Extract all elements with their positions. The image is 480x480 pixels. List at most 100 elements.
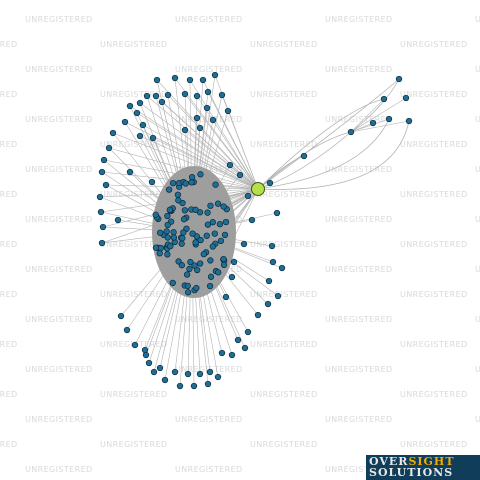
cluster-node[interactable] [220,255,227,263]
outer-node[interactable] [102,181,110,189]
cluster-node[interactable] [175,197,182,204]
outer-node[interactable] [268,242,276,250]
outer-node[interactable] [222,293,230,301]
outer-node[interactable] [222,218,230,226]
cluster-node[interactable] [170,234,178,241]
outer-node[interactable] [199,76,207,84]
outer-node[interactable] [193,114,201,122]
cluster-node[interactable] [192,239,199,246]
cluster-node[interactable] [200,250,207,258]
outer-node[interactable] [141,346,149,354]
cluster-node[interactable] [180,229,187,236]
cluster-node[interactable] [197,260,204,267]
outer-node[interactable] [226,161,234,169]
outer-node[interactable] [156,364,164,372]
cluster-node[interactable] [220,203,227,210]
cluster-node[interactable] [164,212,171,220]
outer-node[interactable] [153,76,161,84]
cluster-node[interactable] [209,243,216,250]
outer-node[interactable] [100,156,108,164]
cluster-node[interactable] [156,229,164,236]
cluster-node[interactable] [167,242,174,250]
cluster-node[interactable] [152,211,159,218]
outer-node[interactable] [181,126,189,134]
cluster-node[interactable] [216,220,224,228]
right-group-node[interactable] [395,75,403,83]
right-group-node[interactable] [369,119,377,127]
cluster-node[interactable] [164,234,171,241]
cluster-node[interactable] [207,202,214,209]
cluster-node[interactable] [180,216,188,223]
outer-node[interactable] [142,351,150,359]
cluster-node[interactable] [204,221,212,228]
outer-node[interactable] [105,144,113,152]
outer-node[interactable] [121,118,129,126]
outer-node[interactable] [176,382,184,390]
outer-node[interactable] [184,370,192,378]
outer-node[interactable] [204,380,212,388]
cluster-node[interactable] [164,251,171,258]
outer-node[interactable] [190,382,198,390]
cluster-node[interactable] [156,250,163,257]
outer-node[interactable] [196,124,204,132]
outer-node[interactable] [278,264,286,272]
cluster-node[interactable] [211,230,218,237]
cluster-node[interactable] [189,230,196,237]
outer-node[interactable] [152,92,160,100]
cluster-node[interactable] [207,257,214,264]
cluster-node[interactable] [192,206,199,213]
cluster-node[interactable] [204,209,211,216]
cluster-node[interactable] [165,186,173,193]
outer-node[interactable] [98,168,106,176]
cluster-node[interactable] [164,221,171,229]
outer-node[interactable] [148,178,156,186]
cluster-node[interactable] [221,231,229,239]
cluster-node[interactable] [203,232,210,239]
cluster-node[interactable] [206,282,214,290]
outer-node[interactable] [149,134,157,142]
outer-node[interactable] [248,216,256,224]
outer-node[interactable] [274,292,282,300]
cluster-node[interactable] [182,180,189,187]
right-group-node[interactable] [402,94,410,102]
outer-node[interactable] [240,240,248,248]
outer-node[interactable] [266,179,274,187]
right-group-node[interactable] [380,95,388,103]
outer-node[interactable] [109,129,117,137]
outer-node[interactable] [131,341,139,349]
cluster-node[interactable] [207,273,215,280]
outer-node[interactable] [114,216,122,224]
outer-node[interactable] [230,258,238,266]
outer-node[interactable] [269,258,277,266]
outer-node[interactable] [171,368,179,376]
outer-node[interactable] [123,326,131,334]
cluster-node[interactable] [184,289,192,296]
outer-node[interactable] [234,336,242,344]
outer-node[interactable] [209,116,217,124]
cluster-node[interactable] [214,200,222,207]
outer-node[interactable] [211,71,219,79]
outer-node[interactable] [181,90,189,98]
cluster-node[interactable] [188,179,195,186]
cluster-node[interactable] [215,269,222,276]
outer-node[interactable] [218,349,226,357]
outer-node[interactable] [206,368,214,376]
outer-node[interactable] [97,208,105,216]
hub-node[interactable] [251,182,265,196]
outer-node[interactable] [218,91,226,99]
outer-node[interactable] [214,373,222,381]
outer-node[interactable] [186,76,194,84]
outer-node[interactable] [203,104,211,112]
outer-node[interactable] [158,98,166,106]
cluster-node[interactable] [169,179,177,187]
outer-node[interactable] [254,311,262,319]
outer-node[interactable] [265,277,273,285]
outer-node[interactable] [228,273,236,281]
outer-node[interactable] [150,368,158,376]
right-group-node[interactable] [385,115,393,123]
outer-node[interactable] [136,132,144,140]
cluster-node[interactable] [178,262,186,269]
cluster-node[interactable] [209,219,216,226]
cluster-node[interactable] [152,244,160,251]
cluster-node[interactable] [166,206,173,213]
